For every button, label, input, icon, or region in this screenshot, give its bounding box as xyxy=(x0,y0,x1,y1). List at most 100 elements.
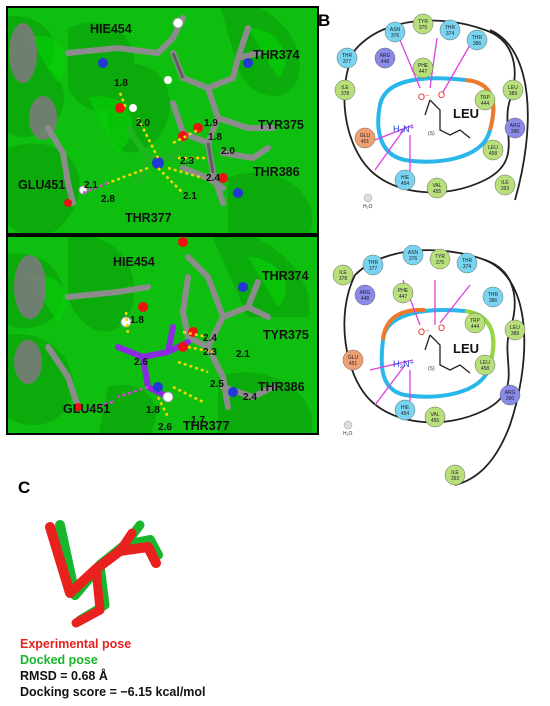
top-dist-7: 2.1 xyxy=(183,191,197,202)
bottom-residue-1 xyxy=(429,248,451,270)
structure-panel-bottom: HIE454 THR374 TYR375 THR386 GLU451 THR37… xyxy=(6,235,319,435)
bottom-residue-num-4: 378 xyxy=(339,276,348,282)
bottom-residue-name-2: THR xyxy=(462,258,473,264)
experimental-pose-arm xyxy=(115,528,137,556)
legend-docked: Docked pose xyxy=(20,653,98,667)
top-residue-name-6: PHE xyxy=(418,63,429,69)
top-residue-name-1: TYR xyxy=(418,19,428,25)
bottom-residue-9 xyxy=(504,319,526,341)
bottom-dist-1: 2.6 xyxy=(134,357,148,368)
top-dist-6: 2.4 xyxy=(206,173,220,184)
bottom-dist-3: 2.3 xyxy=(203,347,217,358)
bottom-residue-14 xyxy=(424,406,446,428)
bottom-residue-num-13: 454 xyxy=(401,411,410,417)
bottom-residue-num-3: 377 xyxy=(369,266,378,272)
top-residue-num-12: 458 xyxy=(489,151,498,157)
top-residue-name-7: ILE xyxy=(341,85,349,91)
top-residue-9 xyxy=(474,89,496,111)
bottom-label-tyr375: TYR375 xyxy=(263,328,309,342)
top-residue-num-0: 376 xyxy=(391,33,400,39)
water-top: H₂O xyxy=(363,204,373,210)
top-residue-name-4: THR xyxy=(342,53,353,59)
bottom-residue-name-9: LEU xyxy=(510,325,520,331)
oxy-top-bottom: O xyxy=(438,323,445,333)
oxy-neg-top: O⁻ xyxy=(418,92,430,102)
top-residue-13 xyxy=(394,169,416,191)
top-dist-8: 2.1 xyxy=(84,180,98,191)
stereo-top: (S) xyxy=(428,131,435,137)
top-residue-num-4: 377 xyxy=(343,59,352,65)
bottom-label-thr386: THR386 xyxy=(258,380,305,394)
top-residue-num-9: 444 xyxy=(481,101,490,107)
top-residue-12 xyxy=(482,139,504,161)
bottom-residue-name-4: ILE xyxy=(339,270,347,276)
bottom-dist-6: 2.4 xyxy=(243,392,257,403)
top-label-tyr375: TYR375 xyxy=(258,118,304,132)
bottom-residue-name-6: PHE xyxy=(398,288,409,294)
pose-overlay xyxy=(45,520,163,628)
bottom-residue-num-0: 376 xyxy=(409,256,418,262)
legend-score: Docking score = −6.15 kcal/mol xyxy=(20,685,206,699)
top-residue-3 xyxy=(466,29,488,51)
panel-c-letter: C xyxy=(18,478,31,497)
legend-experimental: Experimental pose xyxy=(20,637,132,651)
top-residue-name-9: TRP xyxy=(480,95,491,101)
bottom-residue-name-7: THR xyxy=(488,292,499,298)
bottom-dist-2: 2.4 xyxy=(203,333,217,344)
bottom-residue-5 xyxy=(354,284,376,306)
top-dist-3: 1.8 xyxy=(208,132,222,143)
top-residue-num-14: 455 xyxy=(433,189,442,195)
top-residue-num-1: 375 xyxy=(419,25,428,31)
bottom-residue-11 xyxy=(474,354,496,376)
top-residue-name-10: ARG xyxy=(510,123,521,129)
bottom-residue-name-1: TYR xyxy=(435,254,445,260)
top-residue-8 xyxy=(502,79,524,101)
bottom-dist-8: 1.7 xyxy=(191,415,205,426)
top-residue-name-2: THR xyxy=(445,25,456,31)
protein-render-top xyxy=(8,8,313,233)
amine-top: H₃N⁺ xyxy=(393,124,415,134)
top-residue-num-3: 386 xyxy=(473,41,482,47)
bottom-residue-name-8: TRP xyxy=(470,318,481,324)
bottom-dist-5: 2.5 xyxy=(210,379,224,390)
top-residue-name-11: GLU xyxy=(360,133,371,139)
bottom-residue-num-5: 448 xyxy=(361,296,370,302)
top-residue-num-13: 454 xyxy=(401,181,410,187)
bottom-label-thr374: THR374 xyxy=(262,269,309,283)
top-residue-6 xyxy=(412,57,434,79)
legend-rmsd: RMSD = 0.68 Å xyxy=(20,669,108,683)
experimental-pose-branch xyxy=(71,564,105,628)
top-label-thr377: THR377 xyxy=(125,211,172,225)
bottom-residue-name-3: THR xyxy=(368,260,379,266)
panel-b-letter: B xyxy=(318,11,331,30)
bottom-residue-2 xyxy=(456,252,478,274)
oxy-top-top: O xyxy=(438,90,445,100)
stereo-bottom: (S) xyxy=(428,366,435,372)
bottom-label-hie454: HIE454 xyxy=(113,255,155,269)
bottom-residue-3 xyxy=(362,254,384,276)
bottom-label-glu451: GLU451 xyxy=(63,402,111,416)
bottom-residue-num-7: 386 xyxy=(489,298,498,304)
bottom-residue-num-14: 455 xyxy=(431,418,440,424)
bottom-residue-13 xyxy=(394,399,416,421)
bottom-residue-num-6: 447 xyxy=(399,294,408,300)
structure-panel-top: HIE454 THR374 TYR375 THR386 GLU451 THR37… xyxy=(6,6,319,235)
bottom-residue-name-5: ARG xyxy=(360,290,371,296)
ligand-name-top: LEU xyxy=(453,106,479,121)
top-residue-14 xyxy=(426,177,448,199)
bottom-residue-6 xyxy=(392,282,414,304)
top-label-hie454: HIE454 xyxy=(90,22,132,36)
top-dist-4: 2.0 xyxy=(221,146,235,157)
top-residue-name-8: LEU xyxy=(508,85,518,91)
bottom-residue-name-12: ARG xyxy=(505,390,516,396)
top-dist-5: 2.3 xyxy=(180,156,194,167)
bottom-residue-num-12: 390 xyxy=(506,396,515,402)
top-residue-name-0: ASN xyxy=(390,27,401,33)
top-dist-0: 1.8 xyxy=(114,78,128,89)
bottom-residue-name-0: ASN xyxy=(408,250,419,256)
experimental-pose-chain xyxy=(45,522,161,598)
top-residue-name-5: ARG xyxy=(380,53,391,59)
top-residue-num-15: 393 xyxy=(501,186,510,192)
